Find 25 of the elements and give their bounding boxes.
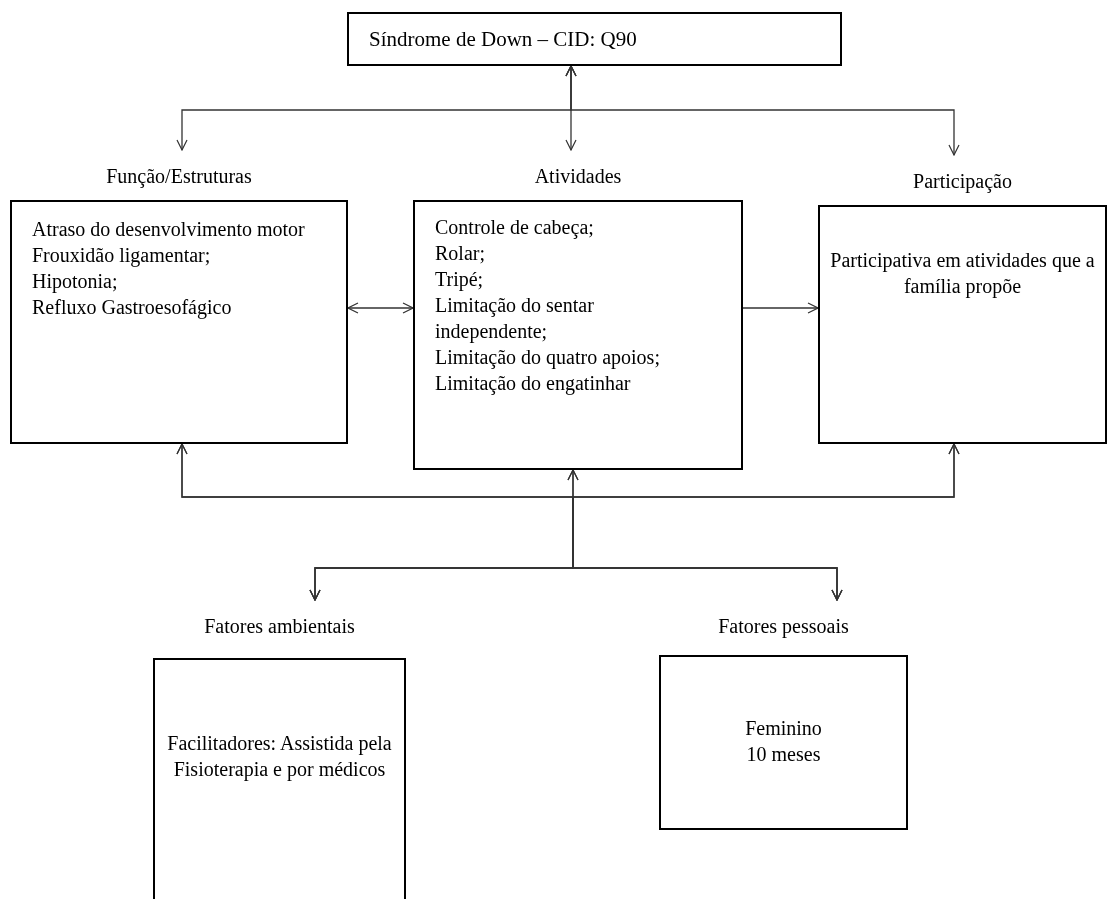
box-text: Facilitadores: Assistida pela Fisioterapia e por médicos [166, 731, 393, 782]
arrow [742, 302, 819, 314]
box-text: Hipotonia; [32, 269, 119, 294]
box-text: Frouxidão ligamentar; [32, 243, 212, 268]
arrow [565, 65, 960, 156]
section-heading: Função/Estruturas [105, 164, 253, 188]
title-text: Síndrome de Down – CID: Q90 [369, 26, 637, 52]
box-text: Limitação do quatro apoios; [435, 345, 661, 370]
box-text: Controle de cabeça; [435, 215, 595, 240]
box-text: Tripé; [435, 267, 485, 292]
box-text: Refluxo Gastroesofágico [32, 295, 233, 320]
title-box [347, 12, 842, 66]
box-text: Limitação do engatinhar [435, 371, 632, 396]
box-text: Participativa em atividades que a família propõe [830, 248, 1095, 299]
box-text: Feminino [744, 716, 823, 741]
arrow [572, 443, 960, 601]
section-heading: Fatores pessoais [717, 614, 850, 638]
box-text: Rolar; [435, 241, 486, 266]
arrow [347, 302, 414, 314]
section-heading: Fatores ambientais [203, 614, 356, 638]
section-heading: Participação [912, 169, 1013, 193]
box-text: Limitação do sentar independente; [435, 293, 595, 344]
section-heading: Atividades [533, 164, 623, 188]
box-text: Atraso do desenvolvimento motor [32, 217, 306, 242]
box-text: 10 meses [745, 742, 822, 767]
